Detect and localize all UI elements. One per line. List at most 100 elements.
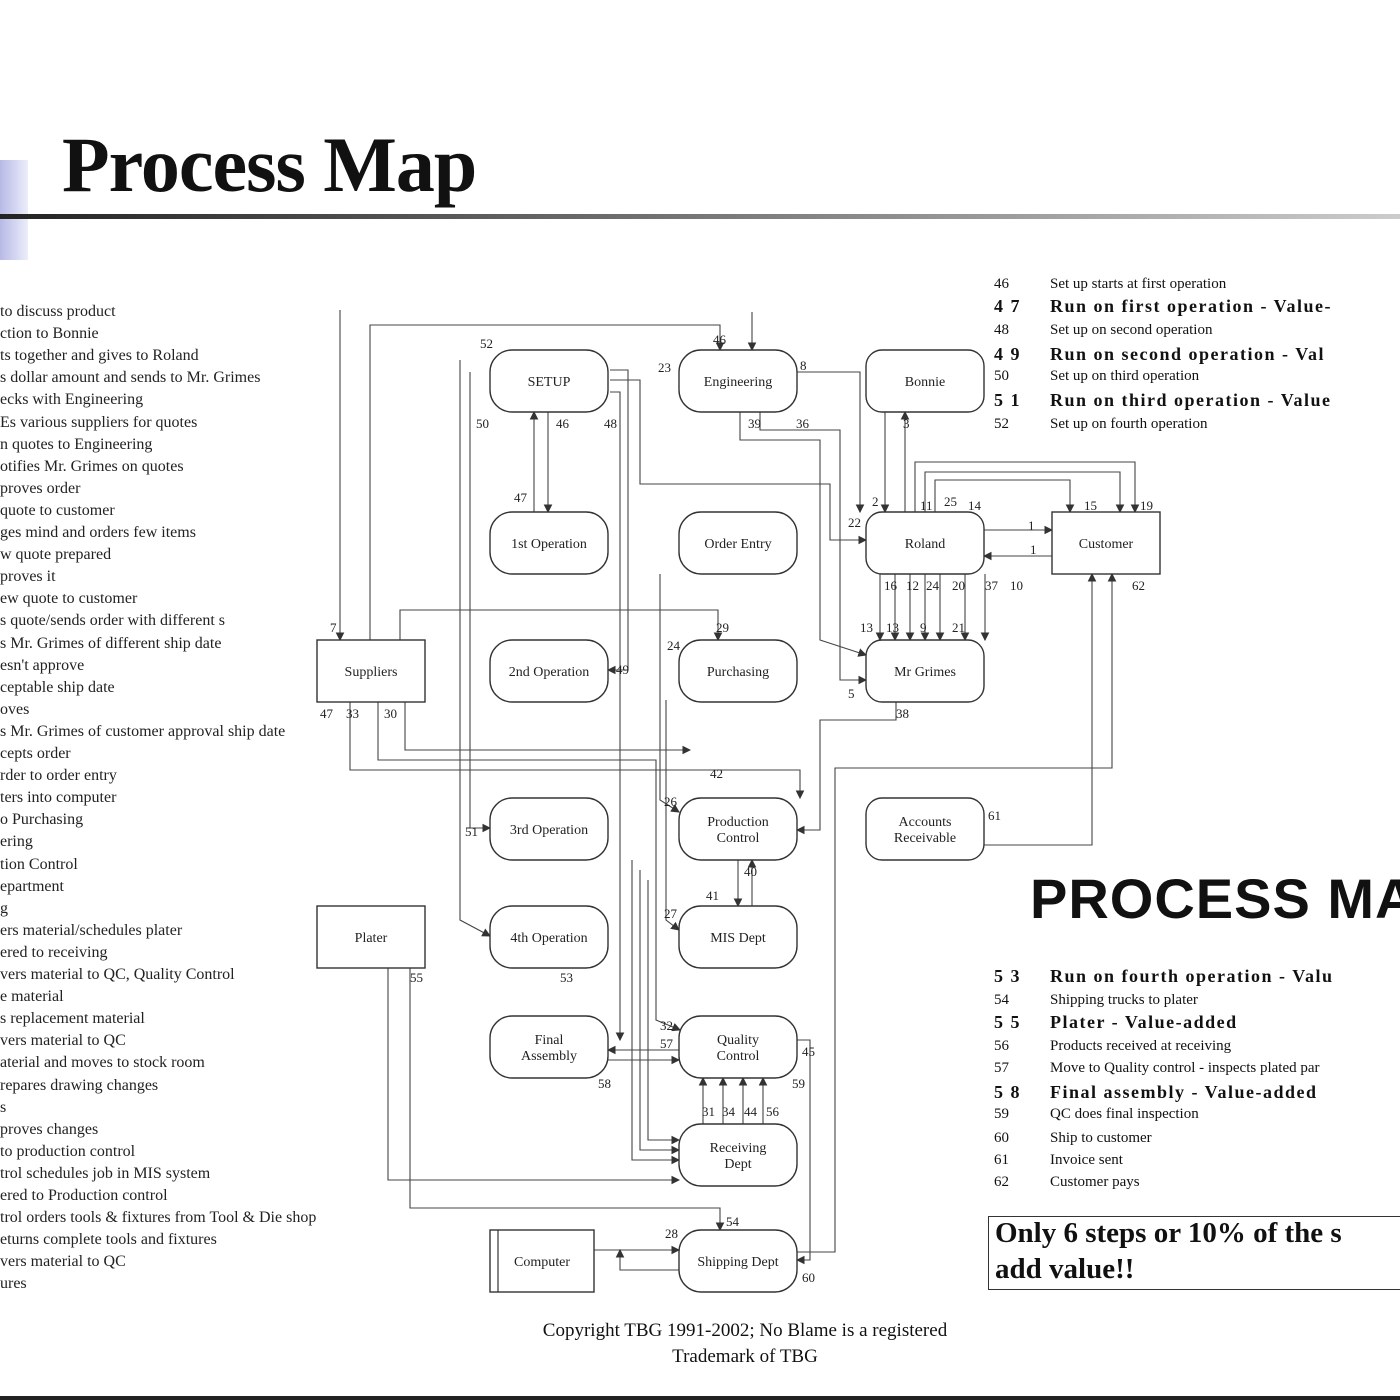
flow-arrow bbox=[665, 700, 680, 931]
step-number: 58 bbox=[598, 1076, 611, 1091]
step-number: 24 bbox=[926, 578, 940, 593]
flow-arrow bbox=[404, 702, 692, 755]
legend-step-text: QC does final inspection bbox=[1050, 1106, 1199, 1122]
step-number: 3 bbox=[903, 416, 910, 431]
suppliers-node: Suppliers bbox=[316, 639, 426, 703]
final-assembly-node-shape bbox=[489, 1015, 609, 1079]
legend-step-text: Run on first operation - Value- bbox=[1050, 296, 1333, 316]
computer-node: Computer bbox=[489, 1229, 595, 1293]
step-number: 12 bbox=[906, 578, 919, 593]
step-number: 1 bbox=[1028, 518, 1035, 533]
flow-arrow bbox=[914, 461, 1140, 514]
legend-step-number: 54 bbox=[994, 992, 1009, 1008]
step-number: 40 bbox=[744, 864, 757, 879]
process-step-text: ew quote to customer bbox=[0, 590, 138, 607]
process-step-text: ering bbox=[0, 833, 33, 850]
mr-grimes-node-shape bbox=[865, 639, 985, 703]
legend-step-number: 60 bbox=[994, 1130, 1009, 1146]
mis-dept-node-shape bbox=[678, 905, 798, 969]
flow-arrow bbox=[369, 324, 725, 640]
process-step-text: ceptable ship date bbox=[0, 679, 115, 696]
step-number: 5 bbox=[848, 686, 855, 701]
step-number: 14 bbox=[968, 498, 982, 513]
flow-arrow bbox=[924, 471, 1125, 514]
legend-step-text: Final assembly - Value-added bbox=[1050, 1082, 1318, 1102]
step-number: 30 bbox=[384, 706, 397, 721]
process-step-text: trol orders tools & fixtures from Tool &… bbox=[0, 1209, 317, 1226]
copyright: Copyright TBG 1991-2002; No Blame is a r… bbox=[480, 1318, 1010, 1370]
step-number: 51 bbox=[465, 824, 478, 839]
suppliers-node-label: Suppliers bbox=[345, 665, 398, 680]
process-step-text: e material bbox=[0, 988, 64, 1005]
process-step-text: vers material to QC, Quality Control bbox=[0, 966, 235, 983]
step-number: 11 bbox=[920, 498, 933, 513]
engineering-node: Engineering bbox=[678, 349, 798, 413]
process-step-text: eturns complete tools and fixtures bbox=[0, 1231, 217, 1248]
step-number: 56 bbox=[766, 1104, 780, 1119]
mr-grimes-node-label: Mr Grimes bbox=[894, 665, 956, 680]
step-number: 22 bbox=[848, 515, 861, 530]
step-number: 59 bbox=[792, 1076, 805, 1091]
legend-step-text: Plater - Value-added bbox=[1050, 1012, 1238, 1032]
legend-step-text: Move to Quality control - inspects plate… bbox=[1050, 1060, 1320, 1076]
flow-arrow bbox=[459, 360, 491, 937]
process-step-text: proves it bbox=[0, 568, 56, 585]
quality-control-node-label: Control bbox=[717, 1049, 760, 1064]
step-number: 57 bbox=[660, 1036, 674, 1051]
process-step-text: ecks with Engineering bbox=[0, 391, 144, 408]
purchasing-node-label: Purchasing bbox=[707, 665, 769, 680]
process-step-text: ered to receiving bbox=[0, 944, 108, 961]
legend-step-text: Set up on third operation bbox=[1050, 368, 1200, 384]
legend-step-number: 59 bbox=[994, 1106, 1009, 1122]
second-operation-node-label: 2nd Operation bbox=[509, 665, 589, 680]
bonnie-node-shape bbox=[865, 349, 985, 413]
process-step-text: s quote/sends order with different s bbox=[0, 612, 225, 629]
step-number: 20 bbox=[952, 578, 965, 593]
legend-step-number: 56 bbox=[994, 1038, 1009, 1054]
flow-arrow bbox=[759, 412, 868, 685]
process-step-text: epartment bbox=[0, 878, 64, 895]
process-step-text: o Purchasing bbox=[0, 811, 84, 828]
process-step-text: tion Control bbox=[0, 856, 78, 873]
bonnie-node-label: Bonnie bbox=[905, 375, 945, 390]
step-number: 13 bbox=[860, 620, 873, 635]
order-entry-node: Order Entry bbox=[678, 511, 798, 575]
process-step-text: ts together and gives to Roland bbox=[0, 347, 199, 364]
plater-node-label: Plater bbox=[355, 931, 388, 946]
copyright-line-2: Trademark of TBG bbox=[672, 1346, 818, 1367]
process-step-text: s Mr. Grimes of customer approval ship d… bbox=[0, 723, 286, 740]
step-number: 25 bbox=[944, 494, 957, 509]
slide-title: Process Map bbox=[62, 121, 477, 208]
flow-arrow bbox=[377, 702, 682, 1032]
bonnie-node: Bonnie bbox=[865, 349, 985, 413]
process-step-text: rder to order entry bbox=[0, 767, 117, 784]
flow-arrow bbox=[639, 870, 681, 1155]
legend-step-number: 61 bbox=[994, 1152, 1009, 1168]
step-number: 15 bbox=[1084, 498, 1097, 513]
process-step-text: vers material to QC bbox=[0, 1032, 126, 1049]
flow-arrow bbox=[631, 860, 681, 1165]
legend-step-text: Set up starts at first operation bbox=[1050, 276, 1227, 292]
process-step-text: s replacement material bbox=[0, 1010, 145, 1027]
mis-dept-node-label: MIS Dept bbox=[710, 931, 766, 946]
process-step-text: g bbox=[0, 900, 8, 917]
legend-step-text: Set up on second operation bbox=[1050, 322, 1213, 338]
flow-arrow bbox=[934, 479, 1075, 514]
bottom-rule bbox=[0, 1396, 1400, 1400]
legend-step-number: 4 7 bbox=[994, 296, 1021, 316]
final-assembly-node-label: Assembly bbox=[521, 1049, 577, 1064]
process-step-text: trol schedules job in MIS system bbox=[0, 1165, 211, 1182]
accounts-receivable-node-label: Accounts bbox=[899, 815, 952, 830]
order-entry-node-label: Order Entry bbox=[704, 537, 771, 552]
third-operation-node-label: 3rd Operation bbox=[510, 823, 588, 838]
third-operation-node-shape bbox=[489, 797, 609, 861]
process-step-text: s bbox=[0, 1099, 7, 1116]
fourth-operation-node-label: 4th Operation bbox=[510, 931, 587, 946]
step-number: 50 bbox=[476, 416, 489, 431]
process-step-text: cepts order bbox=[0, 745, 71, 762]
step-number: 29 bbox=[716, 620, 729, 635]
